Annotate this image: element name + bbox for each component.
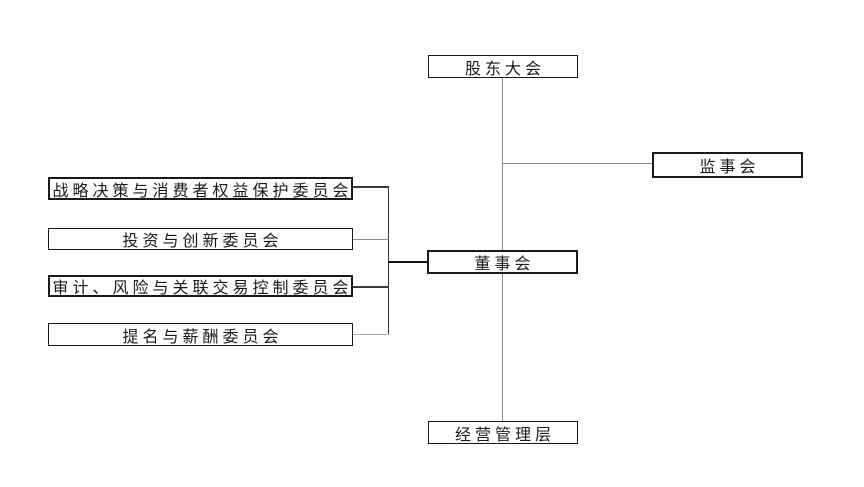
node-committee-nomination-remuneration: 提名与薪酬委员会 — [48, 323, 353, 346]
node-shareholders-meeting: 股东大会 — [428, 55, 578, 78]
connector-committee-bus — [388, 186, 389, 335]
connector-committee-nomination — [353, 334, 389, 335]
connector-committee-investment — [353, 239, 389, 240]
node-board-of-directors: 董事会 — [427, 250, 578, 274]
node-committee-strategy-consumer-protection: 战略决策与消费者权益保护委员会 — [48, 177, 353, 200]
connector-committee-strategy — [353, 186, 389, 188]
connector-bus-to-board — [388, 261, 427, 263]
node-management-team: 经营管理层 — [428, 421, 578, 444]
node-supervisory-board: 监事会 — [652, 152, 803, 178]
connector-committee-audit — [353, 286, 389, 288]
node-committee-investment-innovation: 投资与创新委员会 — [48, 228, 353, 250]
node-committee-audit-risk-related-transactions: 审计、风险与关联交易控制委员会 — [48, 275, 353, 297]
connector-to-supervisory-board — [502, 163, 652, 164]
connector-board-to-management — [502, 274, 503, 421]
connector-shareholders-to-board — [502, 78, 503, 250]
